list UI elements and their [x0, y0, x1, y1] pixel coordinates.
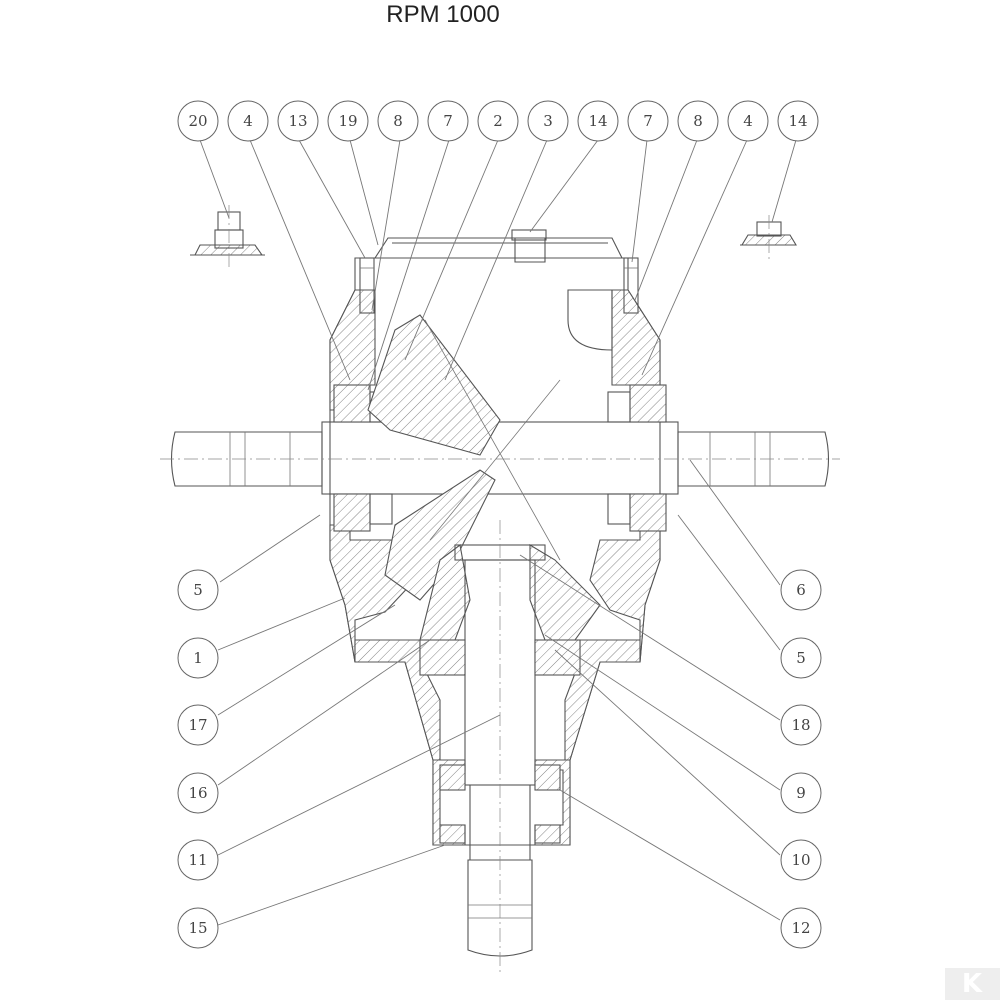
callout-10: 10 [780, 839, 822, 881]
svg-text:14: 14 [788, 112, 807, 130]
svg-text:5: 5 [193, 581, 203, 599]
callout-16: 16 [177, 772, 219, 814]
svg-text:7: 7 [643, 112, 653, 130]
vertical-shaft-bearings [419, 639, 581, 844]
detail-view-right [740, 215, 797, 262]
top-bolts [359, 257, 639, 314]
svg-text:20: 20 [188, 112, 207, 130]
drawing-title: RPM 1000 [386, 1, 500, 28]
callout-1: 1 [177, 637, 219, 679]
callout-20: 20 [177, 100, 219, 142]
callout-8b: 8 [677, 100, 719, 142]
callout-7b: 7 [627, 100, 669, 142]
leader-lines [199, 139, 797, 926]
svg-text:15: 15 [188, 919, 207, 937]
callout-17: 17 [177, 704, 219, 746]
svg-text:16: 16 [188, 784, 207, 802]
svg-text:1: 1 [193, 649, 203, 667]
svg-text:17: 17 [188, 716, 207, 734]
callout-18: 18 [780, 704, 822, 746]
svg-text:18: 18 [791, 716, 810, 734]
svg-text:9: 9 [796, 784, 806, 802]
svg-text:K: K [962, 969, 983, 999]
svg-text:7: 7 [443, 112, 453, 130]
svg-text:8: 8 [393, 112, 403, 130]
callout-15: 15 [177, 907, 219, 949]
svg-text:12: 12 [791, 919, 810, 937]
callout-7: 7 [427, 100, 469, 142]
svg-text:11: 11 [188, 851, 207, 869]
callout-14: 14 [577, 100, 619, 142]
gearbox-housing [329, 229, 661, 846]
svg-text:6: 6 [796, 581, 806, 599]
callout-5-right: 5 [780, 637, 822, 679]
callout-8: 8 [377, 100, 419, 142]
callout-6: 6 [780, 569, 822, 611]
svg-text:5: 5 [796, 649, 806, 667]
svg-text:13: 13 [288, 112, 307, 130]
svg-text:19: 19 [338, 112, 357, 130]
svg-text:4: 4 [743, 112, 753, 130]
callout-9: 9 [780, 772, 822, 814]
bevel-gears [367, 314, 601, 641]
svg-text:3: 3 [543, 112, 553, 130]
svg-text:8: 8 [693, 112, 703, 130]
callouts-right: 6 5 18 9 10 12 [780, 569, 822, 949]
callout-13: 13 [277, 100, 319, 142]
callout-4b: 4 [727, 100, 769, 142]
callout-3: 3 [527, 100, 569, 142]
horizontal-shaft [160, 421, 840, 495]
svg-text:14: 14 [588, 112, 607, 130]
svg-text:4: 4 [243, 112, 253, 130]
detail-view-left [190, 205, 265, 268]
callout-19: 19 [327, 100, 369, 142]
callout-11: 11 [177, 839, 219, 881]
callout-4: 4 [227, 100, 269, 142]
callouts-top: 20 4 13 19 8 7 2 3 14 7 8 4 14 [177, 100, 819, 142]
callout-14b: 14 [777, 100, 819, 142]
horizontal-shaft-bearings [333, 384, 667, 532]
callouts-left: 5 1 17 16 11 15 [177, 569, 219, 949]
callout-2: 2 [477, 100, 519, 142]
callout-12: 12 [780, 907, 822, 949]
brand-logo: K [945, 968, 1000, 1000]
svg-text:2: 2 [493, 112, 503, 130]
svg-text:10: 10 [791, 851, 810, 869]
callout-5-left: 5 [177, 569, 219, 611]
